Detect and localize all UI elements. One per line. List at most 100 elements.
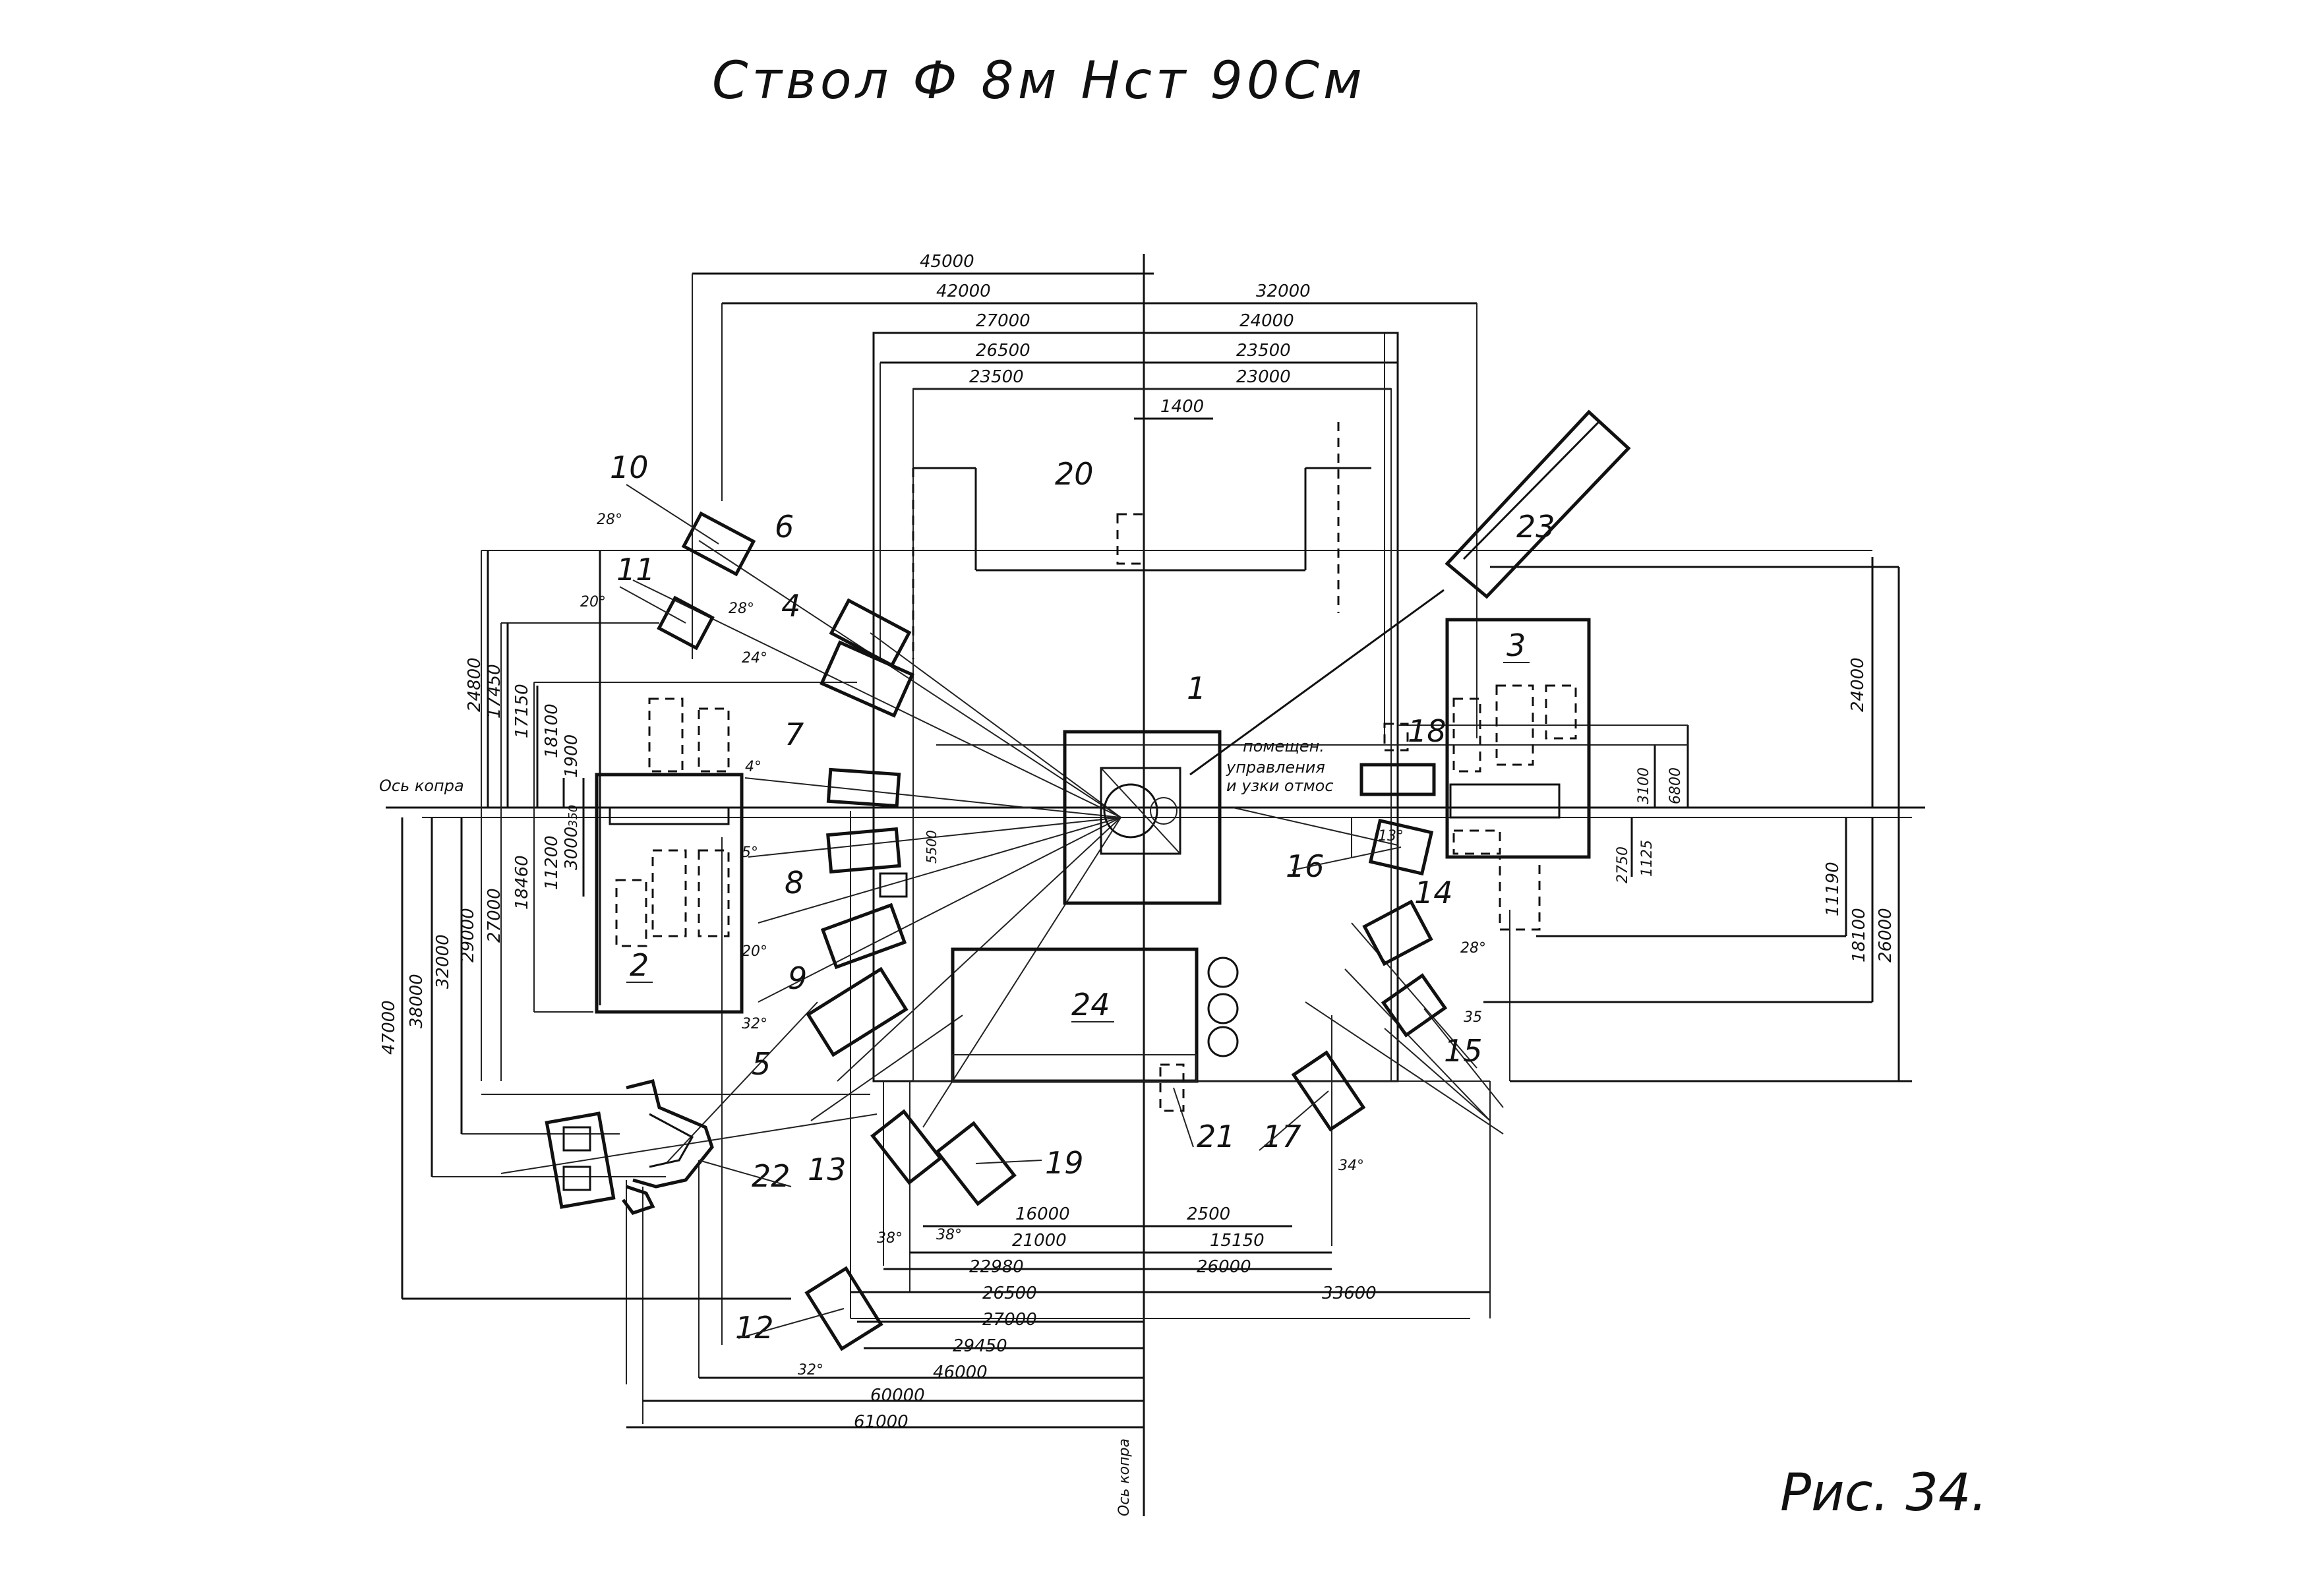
- angle-9: 28°: [1460, 940, 1486, 957]
- label-5: 5: [752, 1046, 771, 1082]
- label-23: 23: [1516, 509, 1555, 545]
- dim-right-7: 26000: [1876, 908, 1895, 962]
- dim-top-9: 1400: [1160, 397, 1204, 417]
- page-title: Ствол Ф 8м Нст 90См: [712, 51, 1366, 111]
- routing-lines: [431, 332, 1872, 1424]
- label-6: 6: [775, 509, 794, 545]
- dim-bottom-12: 61000: [854, 1412, 909, 1432]
- top-dimension-lines: [692, 272, 1477, 738]
- equipment-22-machinery: [545, 1079, 714, 1215]
- angle-8: 13°: [1378, 828, 1404, 844]
- right-dimension-values: 24000 3100 6800 1125 2750 11190 18100 26…: [924, 657, 1895, 962]
- dim-bottom-0: 16000: [1015, 1204, 1070, 1224]
- label-22: 22: [752, 1158, 791, 1194]
- left-dimension-lines: [401, 550, 791, 1300]
- equipment-23-building: [1189, 409, 1631, 776]
- dim-bottom-4: 22980: [969, 1257, 1024, 1277]
- dim-left-2: 17150: [512, 684, 532, 738]
- angle-5: 5°: [742, 844, 758, 861]
- label-11: 11: [616, 552, 655, 587]
- room-note: помещен. управления и узки отмос: [1226, 737, 1334, 795]
- equipment-2-building: [595, 697, 744, 1014]
- angle-2: 28°: [729, 601, 754, 617]
- dim-left-1: 17450: [485, 664, 504, 719]
- dim-right-5: 11190: [1823, 862, 1843, 916]
- dim-right-8: 5500: [924, 830, 940, 864]
- room-note-line-2: управления: [1226, 758, 1325, 777]
- angle-3: 24°: [742, 650, 767, 666]
- angle-labels: 28° 20° 28° 24° 4° 5° 20° 32° 13° 28° 35…: [580, 512, 1486, 1378]
- label-8: 8: [785, 865, 804, 901]
- angle-0: 28°: [597, 512, 622, 528]
- dim-right-4: 2750: [1615, 846, 1631, 883]
- dim-left-4: 1900: [562, 734, 582, 778]
- dim-top-0: 45000: [920, 252, 974, 272]
- figure-caption: Рис. 34.: [1780, 1463, 1988, 1523]
- dim-right-2: 6800: [1667, 767, 1684, 804]
- dim-bottom-3: 15150: [1210, 1231, 1265, 1251]
- equipment-20-frame: [912, 422, 1371, 659]
- equipment-numbers: 1 2 3 4 5 6 7 8 9 10 11 12 13 14 15 16 1…: [610, 450, 1555, 1345]
- label-20: 20: [1055, 456, 1094, 492]
- label-24: 24: [1071, 987, 1110, 1022]
- top-dimension-values: 45000 42000 32000 27000 24000 26500 2350…: [920, 252, 1311, 417]
- label-4: 4: [781, 588, 800, 624]
- dim-top-8: 23000: [1236, 367, 1291, 387]
- equipment-24-building: [951, 947, 1239, 1083]
- label-underlines: [626, 662, 1530, 1022]
- label-1: 1: [1187, 670, 1206, 706]
- label-18: 18: [1408, 713, 1447, 749]
- dim-left-8: 18460: [512, 855, 532, 910]
- dim-right-6: 18100: [1849, 908, 1869, 962]
- dim-bottom-9: 29450: [953, 1336, 1007, 1356]
- dim-left-6: 3000: [562, 827, 582, 870]
- label-3: 3: [1506, 628, 1526, 663]
- angle-10: 35: [1464, 1009, 1482, 1026]
- label-21: 21: [1197, 1119, 1236, 1154]
- dim-left-3: 18100: [542, 703, 562, 758]
- angle-7: 32°: [742, 1016, 767, 1032]
- axis-label-vertical: Ось копра: [1116, 1438, 1133, 1516]
- dim-bottom-8: 27000: [982, 1310, 1037, 1330]
- bottom-dimension-values: 16000 2500 21000 15150 22980 26000 26500…: [854, 1204, 1377, 1432]
- label-9: 9: [788, 961, 807, 996]
- room-note-line-1: помещен.: [1243, 737, 1325, 755]
- label-16: 16: [1286, 848, 1325, 884]
- dim-left-12: 38000: [407, 974, 427, 1028]
- dim-bottom-10: 46000: [933, 1363, 988, 1382]
- dim-top-2: 32000: [1256, 281, 1311, 301]
- label-2: 2: [630, 947, 649, 983]
- dim-bottom-2: 21000: [1012, 1231, 1067, 1251]
- dim-left-10: 29000: [458, 908, 478, 962]
- dim-top-4: 24000: [1239, 311, 1294, 331]
- axis-label-horizontal: Ось копра: [379, 777, 464, 795]
- bottom-dimension-lines: [626, 1225, 1490, 1429]
- dim-top-5: 26500: [976, 341, 1030, 361]
- dim-left-9: 27000: [485, 888, 504, 943]
- angle-4: 4°: [745, 759, 761, 775]
- dim-left-13: 47000: [379, 1000, 399, 1055]
- angle-6: 20°: [742, 943, 767, 960]
- dim-left-0: 24800: [465, 657, 485, 712]
- dim-right-3: 1125: [1639, 840, 1656, 877]
- angle-13: 38°: [936, 1227, 962, 1243]
- label-19: 19: [1045, 1145, 1084, 1181]
- left-dimension-values: 24800 17450 17150 18100 1900 350 3000 11…: [379, 657, 582, 1055]
- label-leaders: [619, 484, 1402, 1339]
- dim-bottom-5: 26000: [1197, 1257, 1251, 1277]
- room-note-line-3: и узки отмос: [1226, 777, 1334, 795]
- label-12: 12: [735, 1310, 774, 1345]
- dim-bottom-1: 2500: [1187, 1204, 1230, 1224]
- dim-top-3: 27000: [976, 311, 1030, 331]
- angle-11: 34°: [1338, 1158, 1364, 1174]
- label-7: 7: [785, 717, 804, 752]
- angle-1: 20°: [580, 594, 606, 610]
- dim-left-11: 32000: [433, 934, 453, 989]
- dim-top-6: 23500: [1236, 341, 1291, 361]
- main-axes: [386, 254, 1925, 1516]
- dim-top-1: 42000: [936, 281, 991, 301]
- dim-left-7: 11200: [542, 835, 562, 890]
- label-17: 17: [1263, 1119, 1301, 1154]
- label-10: 10: [610, 450, 649, 485]
